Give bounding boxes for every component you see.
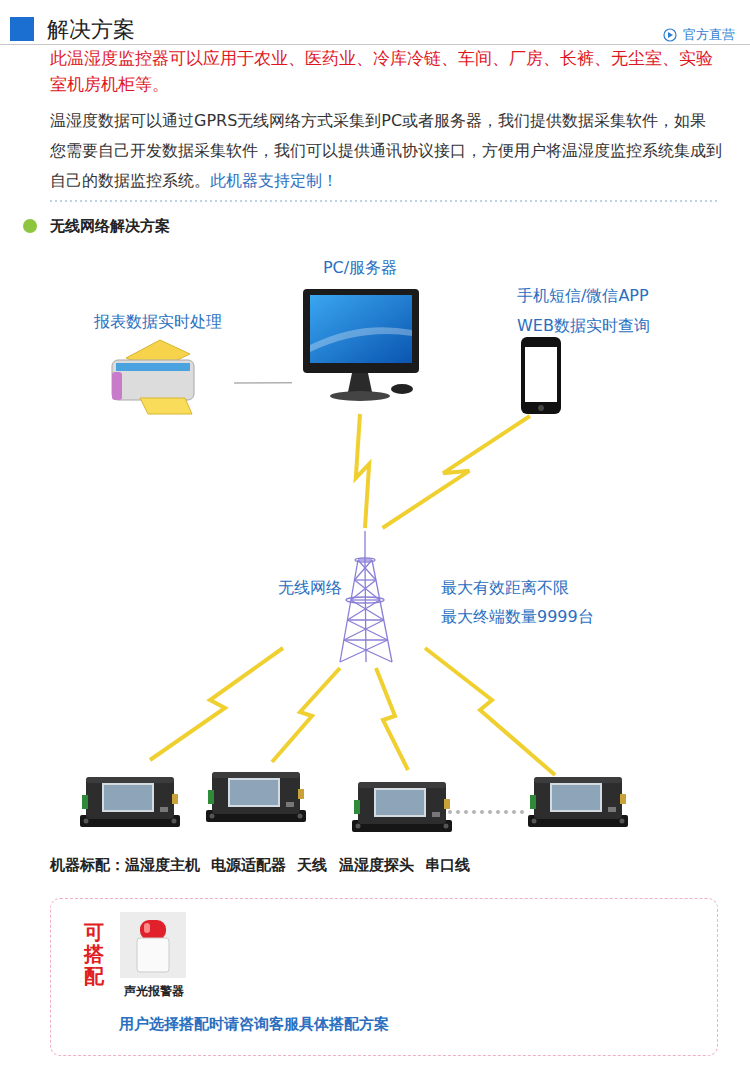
server-node: PC/服务器 — [292, 258, 428, 414]
node-label: 无线网络 — [278, 578, 342, 598]
printer-icon — [112, 340, 194, 414]
vertical-label: 可搭配 — [84, 921, 104, 987]
standard-kit: 机器标配：温湿度主机 电源适配器 天线 温湿度探头 串口线 — [50, 856, 470, 875]
accessory-panel: 可搭配用户选择搭配时请咨询客服具体搭配方案 声光报警器 — [50, 898, 718, 1056]
terminal-devices — [80, 772, 628, 832]
node-label: PC/服务器 — [292, 258, 428, 278]
node-label: 报表数据实时处理 — [82, 312, 234, 332]
continuation-dots — [448, 810, 524, 814]
node-label: 手机短信/微信APP — [517, 286, 649, 306]
phone-icon — [521, 337, 561, 414]
tower-node: 无线网络 — [272, 528, 402, 668]
range-note: 最大有效距离不限 — [441, 578, 569, 598]
computer-icon — [303, 289, 419, 401]
wireless-link — [356, 414, 369, 528]
page-title: 解决方案 — [47, 16, 135, 44]
custom-note: 此机器支持定制！ — [210, 171, 338, 190]
intro-text: 温湿度数据可以通过GPRS无线网络方式采集到PC或者服务器，我们提供数据采集软件… — [50, 111, 722, 190]
node-label: 用户选择搭配时请咨询客服具体搭配方案 — [119, 1015, 389, 1034]
alarm-tile: 声光报警器 — [112, 912, 196, 1004]
wireless-link — [383, 416, 530, 528]
section-heading: 无线网络解决方案 — [50, 217, 170, 236]
alarm-icon — [120, 912, 186, 978]
header-bar — [0, 17, 750, 45]
application-note: 此温湿度监控器可以应用于农业、医药业、冷库冷链、车间、厂房、长裤、无尘室、实验室… — [50, 45, 722, 97]
official-tag: 官方直营 — [683, 27, 735, 43]
node-label: WEB数据实时查询 — [517, 316, 650, 336]
section-dot — [23, 219, 37, 233]
intro-paragraph: 温湿度数据可以通过GPRS无线网络方式采集到PC或者服务器，我们提供数据采集软件… — [50, 106, 722, 196]
lightning-bolts — [150, 648, 555, 775]
mobile-node: 手机短信/微信APP WEB数据实时查询 — [512, 284, 668, 416]
dotted-separator — [50, 200, 718, 202]
radio-tower — [340, 531, 392, 662]
capacity-note: 最大终端数量9999台 — [441, 607, 594, 627]
report-node: 报表数据实时处理 — [82, 310, 234, 418]
cable-link — [234, 382, 292, 383]
node-label: 声光报警器 — [112, 984, 196, 999]
